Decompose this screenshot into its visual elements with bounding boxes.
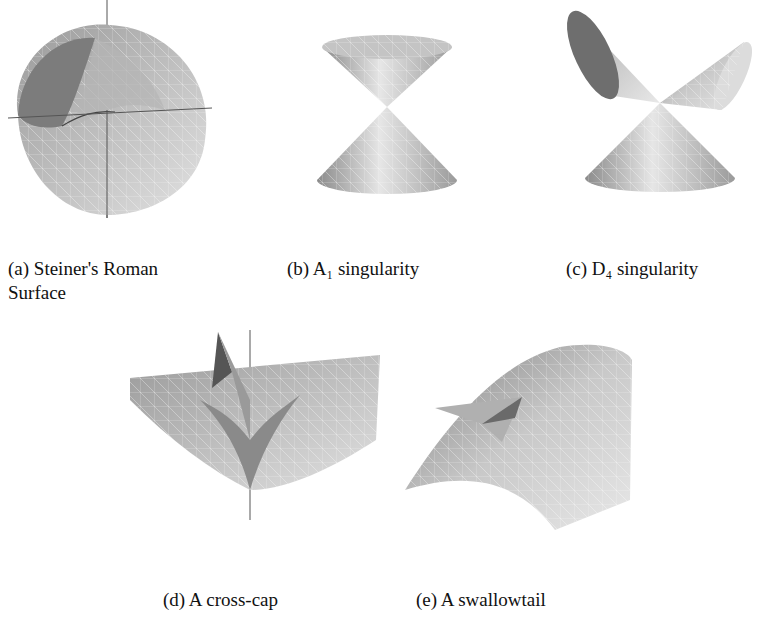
caption-label: (e) A swallowtail [416, 588, 646, 612]
caption-label: (a) Steiner's Roman Surface [8, 257, 208, 305]
d4-surface [556, 4, 758, 192]
roman-surface [8, 0, 212, 218]
caption-label: (d) A cross-cap [163, 588, 393, 612]
caption-label: (b) A₁ singularity [287, 257, 527, 281]
double-cone [317, 35, 457, 194]
caption-label: (c) D₄ singularity [566, 257, 751, 281]
cross-cap [130, 330, 380, 520]
swallowtail [405, 345, 632, 530]
